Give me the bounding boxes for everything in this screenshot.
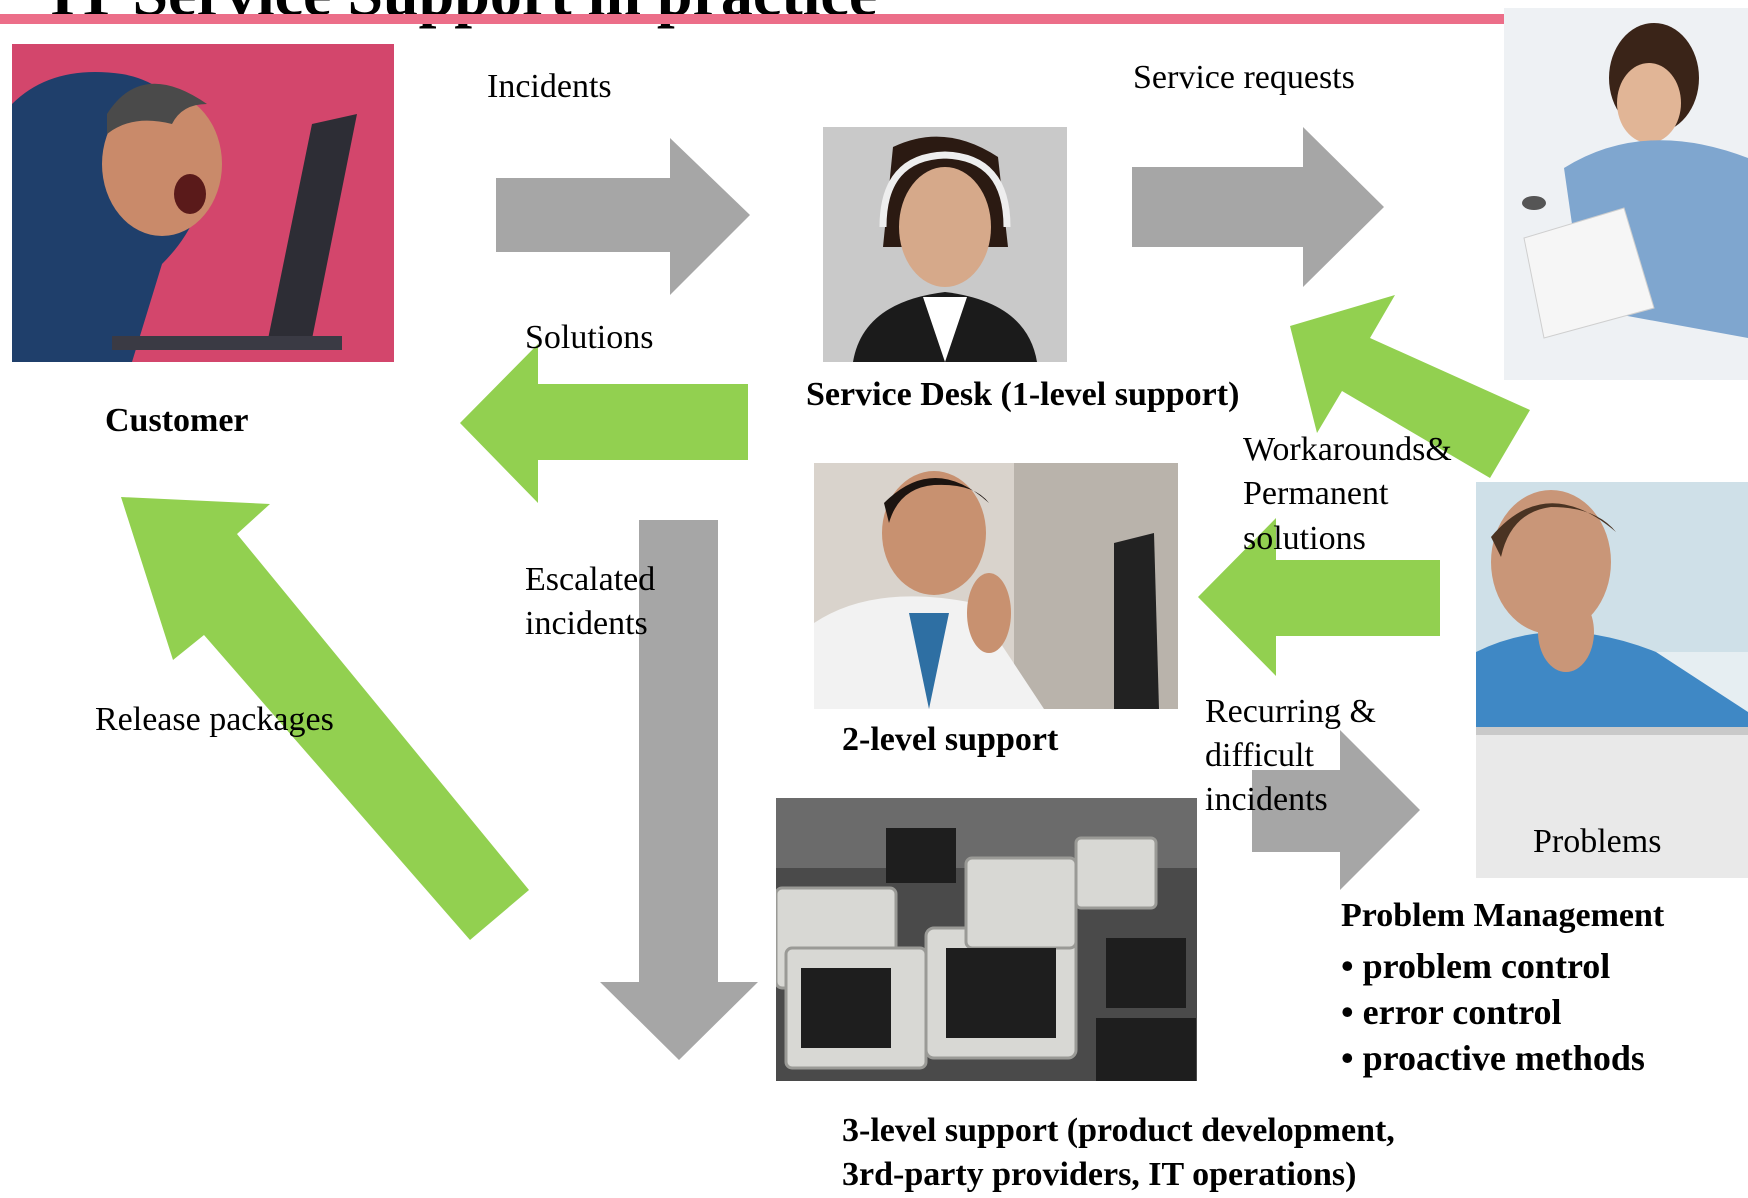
- problems-label: Problems: [1533, 823, 1662, 860]
- service-requests-label: Service requests: [1133, 59, 1355, 96]
- third-level-label-line1: 3-level support (product development,: [842, 1112, 1395, 1149]
- old-crt-monitors-photo: [776, 798, 1197, 1081]
- problem-manager-photo: [1476, 482, 1748, 878]
- workarounds-to-service-desk-arrow: [1290, 295, 1530, 478]
- office-worker-keyboard-photo: [1504, 8, 1748, 380]
- title-underline: [0, 14, 1504, 24]
- problem-management-list: problem control error control proactive …: [1341, 943, 1645, 1081]
- problem-management-label: Problem Management: [1341, 897, 1665, 934]
- workarounds-label-line2: Permanent: [1243, 475, 1389, 512]
- office-worker-photo: [1504, 8, 1748, 380]
- second-level-photo: [814, 463, 1178, 709]
- solutions-arrow: [460, 344, 748, 503]
- customer-photo: [12, 44, 394, 362]
- escalated-label-line1: Escalated: [525, 561, 656, 598]
- customer-label: Customer: [105, 402, 249, 439]
- workarounds-label-line1: Workarounds&: [1243, 431, 1452, 468]
- incidents-label: Incidents: [487, 68, 612, 105]
- service-desk-label: Service Desk (1-level support): [806, 376, 1240, 413]
- escalated-incidents-arrow: [600, 520, 758, 1060]
- solutions-label: Solutions: [525, 319, 654, 356]
- recurring-label-line1: Recurring &: [1205, 693, 1376, 730]
- service-desk-photo: [823, 127, 1067, 362]
- thinking-man-laptop-photo: [1476, 482, 1748, 878]
- problem-management-item: error control: [1341, 989, 1645, 1035]
- recurring-label-line2: difficult: [1205, 737, 1314, 774]
- problem-management-item: proactive methods: [1341, 1035, 1645, 1081]
- workarounds-to-second-level-arrow: [1198, 518, 1440, 676]
- release-packages-label: Release packages: [95, 701, 334, 738]
- release-packages-arrow: [121, 497, 529, 940]
- recurring-label-line3: incidents: [1205, 781, 1328, 818]
- problem-management-item: problem control: [1341, 943, 1645, 989]
- service-requests-arrow: [1132, 127, 1384, 287]
- escalated-label-line2: incidents: [525, 605, 648, 642]
- third-level-photo: [776, 798, 1197, 1081]
- angry-customer-laptop-photo: [12, 44, 394, 362]
- second-level-label: 2-level support: [842, 721, 1059, 758]
- headset-engineer-photo: [814, 463, 1178, 709]
- third-level-label-line2: 3rd-party providers, IT operations): [842, 1156, 1357, 1193]
- incidents-arrow: [496, 138, 750, 295]
- recurring-incidents-arrow: [1252, 730, 1420, 890]
- headset-agent-photo: [823, 127, 1067, 362]
- workarounds-label-line3: solutions: [1243, 520, 1366, 557]
